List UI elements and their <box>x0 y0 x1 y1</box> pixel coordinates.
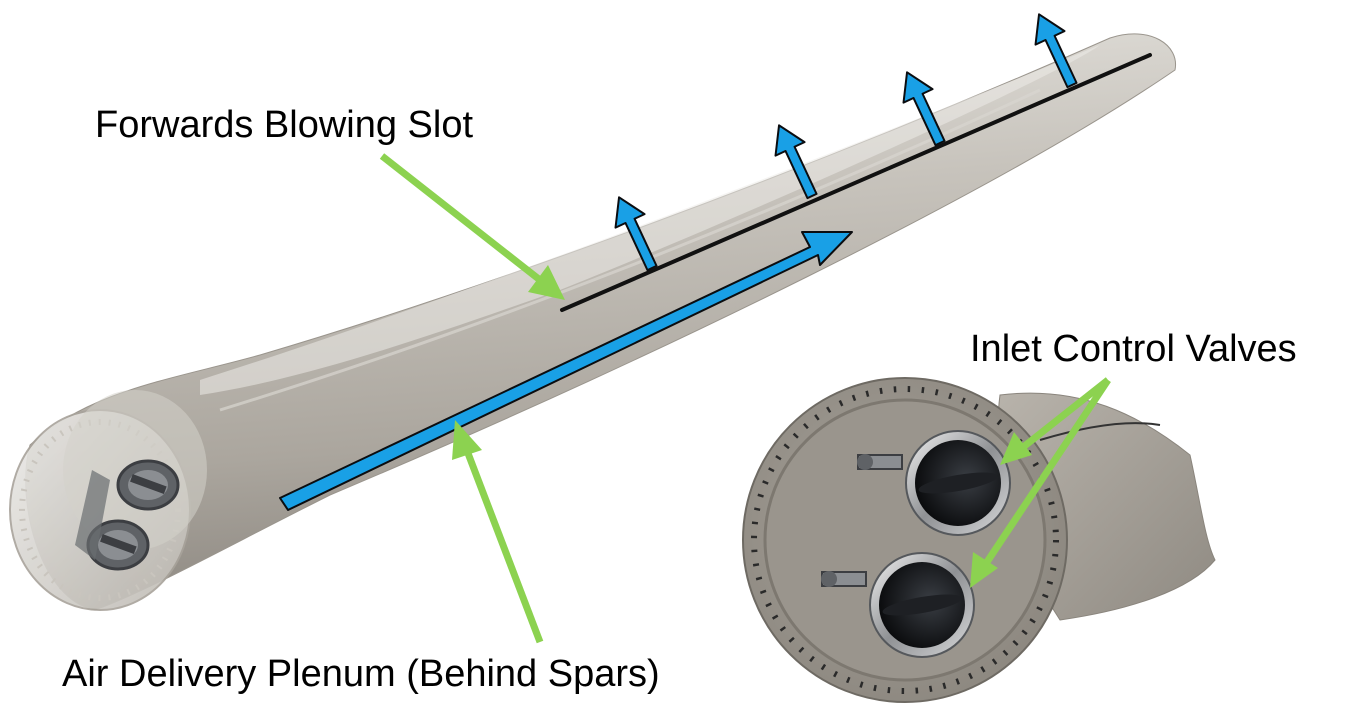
airflow-arrows <box>614 13 1078 272</box>
forwards-blowing-slot <box>560 53 1152 312</box>
blade-root-hub <box>9 390 207 611</box>
root-valve-lower-icon <box>86 519 150 571</box>
airflow-arrow-1-icon <box>614 196 658 272</box>
airflow-arrow-2-icon <box>774 124 818 200</box>
inset-valve-upper-icon <box>857 430 1011 536</box>
label-air-delivery-plenum: Air Delivery Plenum (Behind Spars) <box>62 653 660 695</box>
inset-valve-lower-icon <box>821 552 975 658</box>
root-valve-upper-icon <box>116 459 180 511</box>
pointer-valve-upper-arrow-icon <box>1000 377 1111 465</box>
inset-root-closeup <box>742 377 1216 703</box>
pointer-valve-lower-arrow-icon <box>970 378 1111 588</box>
airflow-arrow-3-icon <box>902 71 946 147</box>
label-forwards-blowing-slot: Forwards Blowing Slot <box>95 104 474 146</box>
plenum-flow-arrow-icon <box>279 231 853 511</box>
label-inlet-control-valves: Inlet Control Valves <box>970 328 1297 370</box>
pointer-slot-arrow-icon <box>379 153 565 300</box>
pointer-arrows <box>379 153 1111 644</box>
airflow-arrow-4-icon <box>1034 13 1078 89</box>
pointer-plenum-arrow-icon <box>452 420 544 644</box>
